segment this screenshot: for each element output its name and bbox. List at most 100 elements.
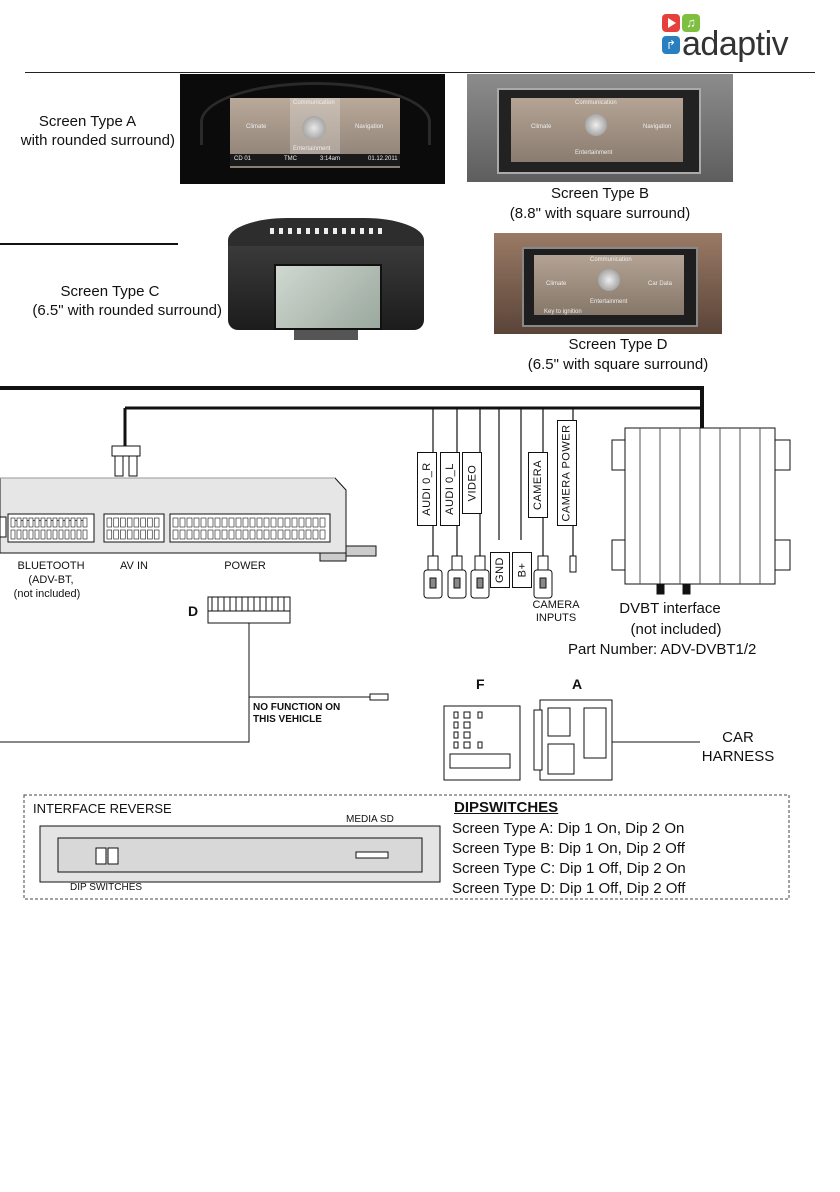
- arrow-icon: ↱: [662, 36, 680, 54]
- screen-b-subtitle: (8.8" with square surround): [509, 205, 691, 222]
- logo: ♫ ↱ adaptiv: [660, 14, 830, 66]
- screen-d-cardata: Car Data: [648, 281, 673, 287]
- connector-pin: [235, 517, 242, 528]
- connector-pin: [140, 529, 146, 540]
- connector-pin: [28, 529, 34, 540]
- connector-pin: [305, 517, 312, 528]
- screen-a-comm: Communication: [293, 100, 335, 106]
- connector-pin: [214, 529, 221, 540]
- av-in-label: AV IN: [120, 560, 148, 572]
- cable-camera-power: CAMERA POWER: [557, 420, 577, 526]
- cable-audio-r: AUDI 0_R: [417, 452, 437, 526]
- connector-pin: [179, 529, 186, 540]
- connector-pin: [22, 529, 28, 540]
- cable-audio-l: AUDI 0_L: [440, 452, 460, 526]
- a-connector: [533, 699, 700, 781]
- connector-pin: [291, 517, 298, 528]
- connector-pin: [207, 529, 214, 540]
- connector-pin: [200, 529, 207, 540]
- connector-pin: [312, 529, 319, 540]
- car-harness-2: HARNESS: [701, 748, 775, 765]
- no-function-2: THIS VEHICLE: [253, 714, 322, 725]
- bluetooth-sub2: (not included): [13, 588, 81, 600]
- media-sd-label: MEDIA SD: [346, 814, 394, 825]
- connector-pin: [16, 517, 22, 528]
- connector-pin: [76, 529, 82, 540]
- connector-d-label: D: [188, 603, 199, 619]
- connector-pin: [179, 517, 186, 528]
- av-plug: [111, 445, 141, 477]
- connector-pin: [277, 517, 284, 528]
- screen-b-title: Screen Type B: [550, 185, 650, 202]
- connector-pin: [263, 517, 270, 528]
- connector-pin: [228, 517, 235, 528]
- screen-a-status-time: 3:14am: [320, 156, 341, 162]
- screen-b-climate: Climate: [531, 124, 552, 130]
- connector-a-label: A: [572, 676, 583, 692]
- screen-a-status-left: CD 01: [234, 156, 252, 162]
- camera-inputs-2: INPUTS: [535, 612, 577, 624]
- dip-line-d: Screen Type D: Dip 1 Off, Dip 2 Off: [452, 880, 686, 897]
- connector-pin: [228, 529, 235, 540]
- connector-pin: [207, 517, 214, 528]
- dvbt-line1: DVBT interface: [619, 600, 721, 617]
- connector-pin: [70, 517, 76, 528]
- connector-pin: [28, 517, 34, 528]
- connector-pin: [52, 517, 58, 528]
- connector-pin: [147, 517, 153, 528]
- dip-line-a: Screen Type A: Dip 1 On, Dip 2 On: [452, 820, 685, 837]
- dip-line-c: Screen Type C: Dip 1 Off, Dip 2 On: [452, 860, 686, 877]
- bluetooth-label: BLUETOOTH: [17, 560, 85, 572]
- connector-pin: [10, 529, 16, 540]
- screen-d-comm: Communication: [590, 257, 632, 263]
- connector-pin: [193, 517, 200, 528]
- connector-pin: [22, 517, 28, 528]
- connector-pin: [58, 529, 64, 540]
- music-note-icon: ♫: [682, 14, 700, 32]
- cable-video: VIDEO: [462, 452, 482, 514]
- connector-pin: [270, 517, 277, 528]
- screen-a-title: Screen Type A: [38, 113, 137, 130]
- header-rule: [25, 72, 815, 73]
- screen-d-climate: Climate: [546, 281, 567, 287]
- dip-switches-label: DIP SWITCHES: [70, 882, 143, 893]
- screen-c-subtitle: (6.5" with rounded surround): [32, 302, 222, 319]
- connector-pin: [46, 517, 52, 528]
- connector-pin: [40, 517, 46, 528]
- screen-d-subtitle: (6.5" with square surround): [527, 356, 709, 373]
- connector-pin: [113, 517, 119, 528]
- connector-pin: [147, 529, 153, 540]
- screen-a-status-tmc: TMC: [284, 156, 297, 162]
- screen-c-photo: [224, 214, 429, 342]
- connector-pin: [221, 529, 228, 540]
- play-icon: [662, 14, 680, 32]
- connector-pin: [186, 517, 193, 528]
- connector-pin: [242, 517, 249, 528]
- connector-pin: [298, 529, 305, 540]
- screen-b-ent: Entertainment: [575, 150, 613, 156]
- connector-pin: [270, 529, 277, 540]
- reverse-box: [39, 825, 441, 883]
- connector-pin: [34, 529, 40, 540]
- connector-pin: [186, 529, 193, 540]
- connector-pin: [214, 517, 221, 528]
- connector-pin: [64, 529, 70, 540]
- connector-pin: [120, 517, 126, 528]
- screen-c-title: Screen Type C: [60, 283, 160, 300]
- connector-pin: [319, 517, 326, 528]
- connector-pin: [319, 529, 326, 540]
- connector-pin: [120, 529, 126, 540]
- screen-d-key: Key to ignition: [544, 309, 582, 315]
- f-connector: [443, 705, 521, 781]
- connector-pin: [153, 517, 160, 528]
- connector-pin: [153, 529, 160, 540]
- screen-a-climate: Climate: [246, 124, 267, 130]
- connector-pin: [221, 517, 228, 528]
- connector-f-label: F: [476, 676, 485, 692]
- connector-pin: [284, 529, 291, 540]
- connector-pin: [140, 517, 146, 528]
- brand-name: adaptiv: [682, 25, 789, 63]
- connector-pin: [58, 517, 64, 528]
- gnd-box: GND: [490, 552, 510, 588]
- connector-pin: [106, 517, 113, 528]
